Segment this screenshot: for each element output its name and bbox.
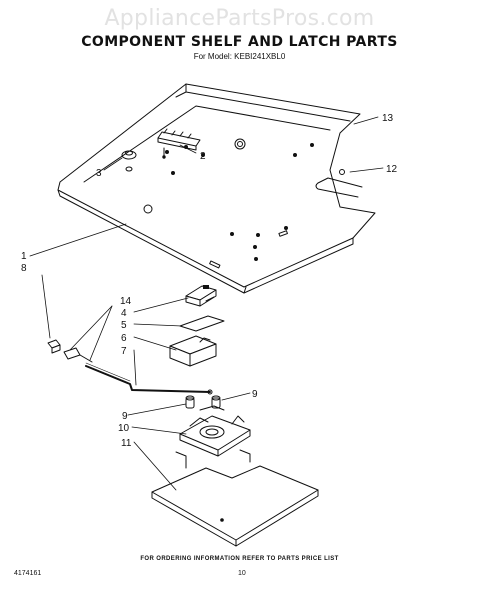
callout-14: 14 (120, 296, 132, 307)
latch-switch (185, 285, 217, 307)
switch-bracket (169, 335, 217, 367)
ordering-note: FOR ORDERING INFORMATION REFER TO PARTS … (140, 556, 339, 562)
model-number: For Model: KEBI241XBL0 (193, 52, 286, 61)
latch-rod (85, 362, 213, 395)
diagram-title: COMPONENT SHELF AND LATCH PARTS (81, 34, 398, 50)
terminal-block (157, 128, 201, 159)
grommet (121, 150, 137, 172)
component-shelf (57, 83, 376, 294)
spacer-left (185, 395, 195, 409)
actuator-lever (47, 339, 93, 363)
callout-1: 1 (21, 251, 27, 262)
leader-lines (29, 116, 384, 491)
callout-5: 5 (121, 320, 127, 331)
insulator (179, 315, 225, 332)
latch-assembly (175, 405, 251, 469)
callout-8: 8 (21, 263, 27, 274)
callout-12: 12 (386, 164, 398, 175)
callout-13: 13 (382, 113, 394, 124)
callout-11: 11 (121, 438, 132, 449)
callout-10: 10 (118, 423, 130, 434)
document-number: 4174161 (14, 570, 42, 577)
page-number: 10 (238, 570, 246, 577)
watermark: AppliancePartsPros.com (104, 6, 375, 31)
callout-2: 2 (200, 151, 206, 162)
callout-9-right: 9 (252, 389, 258, 400)
callout-4: 4 (121, 308, 127, 319)
spacer-right (211, 395, 221, 409)
callout-6: 6 (121, 333, 127, 344)
callout-3: 3 (96, 168, 102, 179)
latch-cover-plate (151, 465, 319, 547)
callout-7: 7 (121, 346, 127, 357)
callout-9-left: 9 (122, 411, 128, 422)
